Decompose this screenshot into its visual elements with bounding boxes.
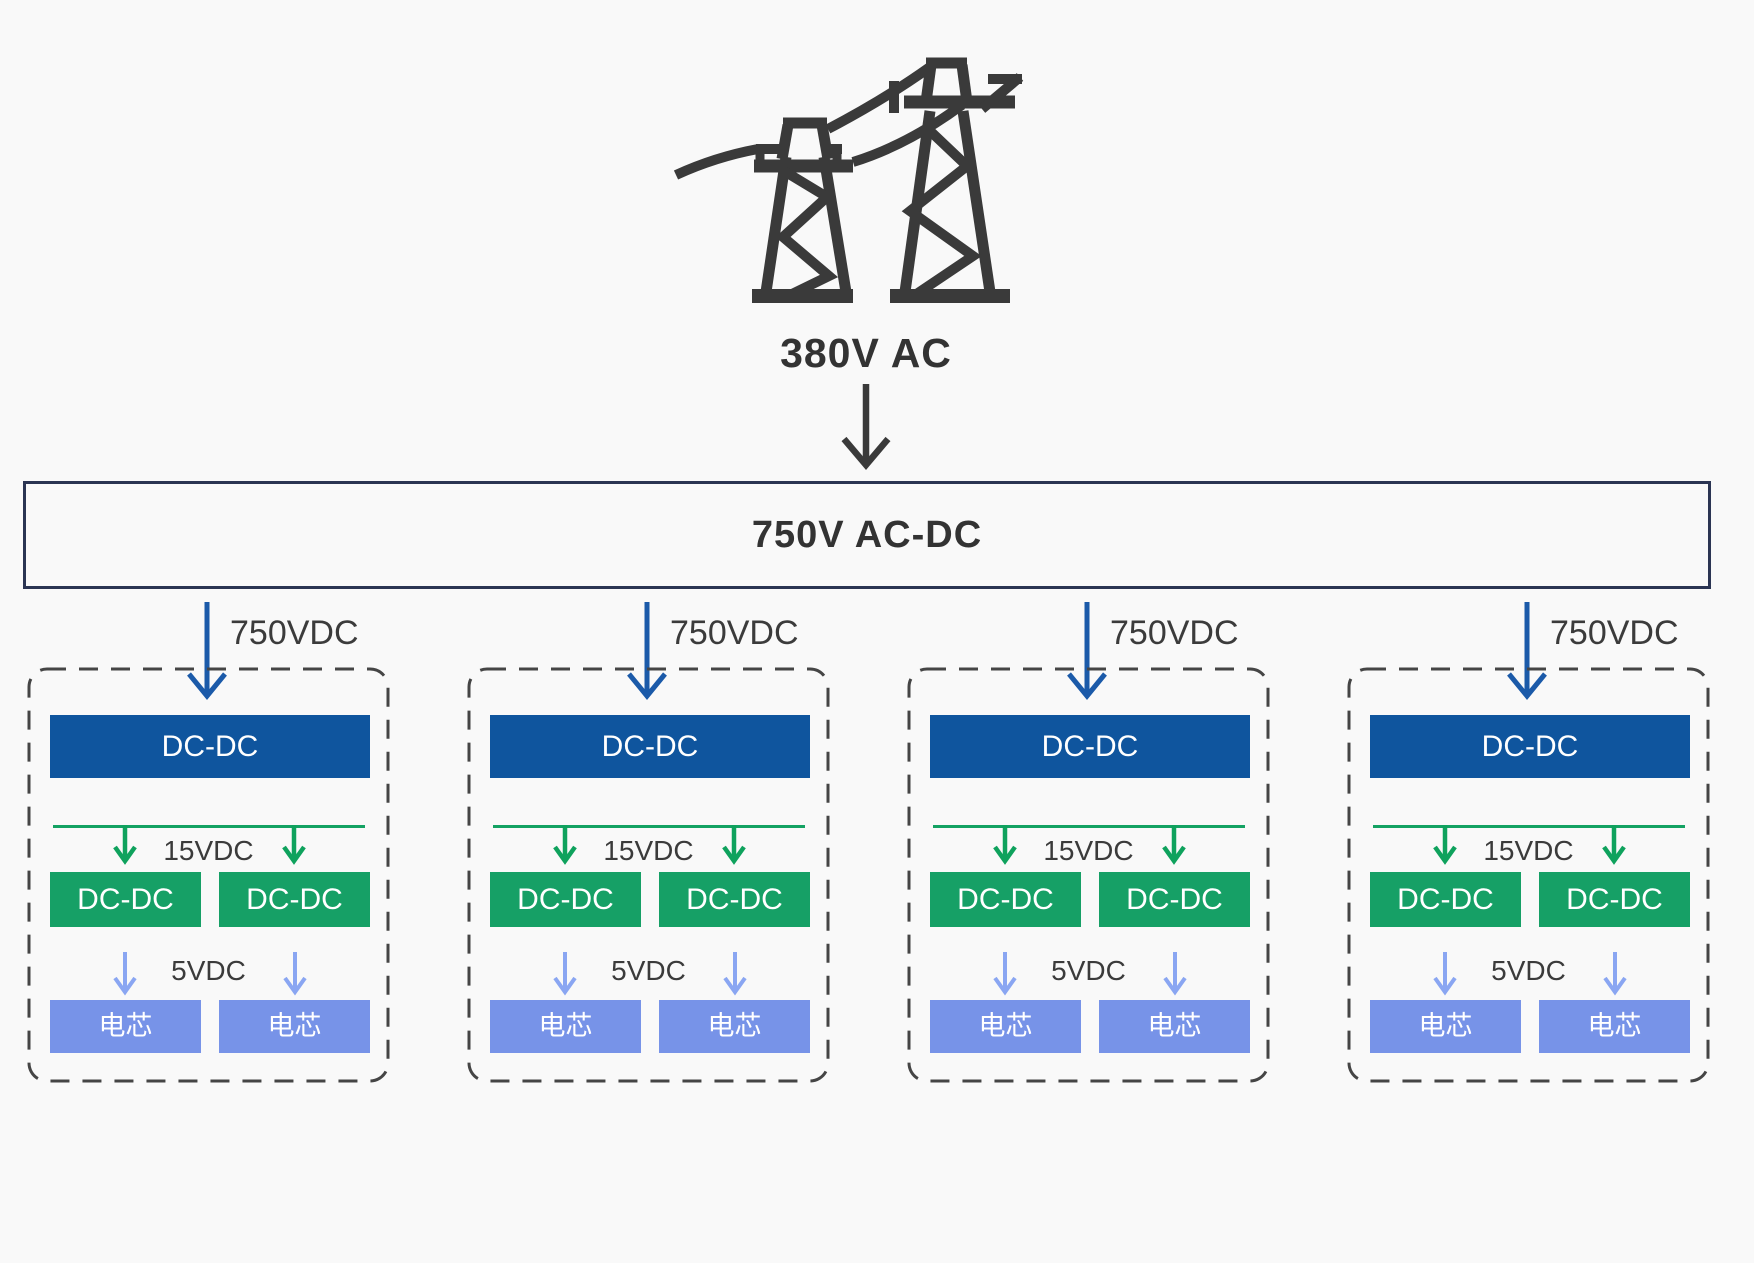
output-voltage-label: 5VDC [171,955,246,986]
bus-voltage-label: 15VDC [1483,835,1574,866]
primary-dcdc-box: DC-DC [930,715,1250,778]
battery-branch-2: 750VDC DC-DC 15VDC DC-DC DC-DC 5VDC 电芯 电… [467,540,830,1100]
bus-arrow-icon [993,825,1017,865]
secondary-dcdc-box: DC-DC [659,872,810,927]
bus-arrow-icon [1602,825,1626,865]
bus-voltage-label: 15VDC [603,835,694,866]
secondary-dcdc-box: DC-DC [50,872,201,927]
battery-cell-box: 电芯 [219,1000,370,1053]
output-arrow-icon [993,952,1017,996]
branch-unit: DC-DC 15VDC DC-DC DC-DC 5VDC 电芯 电芯 [907,667,1270,1083]
output-arrow-icon [1163,952,1187,996]
input-arrow-icon [1067,602,1107,700]
rectifier-box: 750V AC-DC [23,481,1711,589]
bus-arrow-icon [553,825,577,865]
output-arrow-icon [113,952,137,996]
down-arrow-icon [841,384,891,471]
bus-line [1373,825,1685,828]
primary-dcdc-box: DC-DC [1370,715,1690,778]
secondary-dcdc-box: DC-DC [1539,872,1690,927]
output-arrow-icon [553,952,577,996]
branch-unit: DC-DC 15VDC DC-DC DC-DC 5VDC 电芯 电芯 [27,667,390,1083]
input-voltage-label: 750VDC [230,614,359,652]
input-arrow-icon [1507,602,1547,700]
bus-line [933,825,1245,828]
battery-branch-3: 750VDC DC-DC 15VDC DC-DC DC-DC 5VDC 电芯 电… [907,540,1270,1100]
dashed-border [27,667,390,1083]
transmission-tower-icon [673,57,1024,303]
input-arrow-icon [187,602,227,700]
battery-cell-box: 电芯 [50,1000,201,1053]
dashed-border [907,667,1270,1083]
output-arrow-icon [723,952,747,996]
output-arrow-icon [1433,952,1457,996]
dashed-border [467,667,830,1083]
bus-arrow-icon [722,825,746,865]
secondary-dcdc-box: DC-DC [1370,872,1521,927]
secondary-dcdc-box: DC-DC [219,872,370,927]
bus-arrow-icon [1162,825,1186,865]
battery-cell-box: 电芯 [659,1000,810,1053]
bus-line [493,825,805,828]
output-voltage-label: 5VDC [1051,955,1126,986]
input-voltage-label: 750VDC [1110,614,1239,652]
bus-line [53,825,365,828]
branch-unit: DC-DC 15VDC DC-DC DC-DC 5VDC 电芯 电芯 [1347,667,1710,1083]
output-arrow-icon [283,952,307,996]
secondary-dcdc-box: DC-DC [930,872,1081,927]
secondary-dcdc-box: DC-DC [490,872,641,927]
primary-dcdc-box: DC-DC [490,715,810,778]
output-voltage-label: 5VDC [611,955,686,986]
output-arrow-icon [1603,952,1627,996]
battery-branch-4: 750VDC DC-DC 15VDC DC-DC DC-DC 5VDC 电芯 电… [1347,540,1710,1100]
input-arrow-icon [627,602,667,700]
primary-dcdc-box: DC-DC [50,715,370,778]
battery-cell-box: 电芯 [1370,1000,1521,1053]
battery-cell-box: 电芯 [1539,1000,1690,1053]
input-voltage-label: 750VDC [670,614,799,652]
grid-voltage-label: 380V AC [780,330,952,376]
bus-arrow-icon [282,825,306,865]
battery-cell-box: 电芯 [930,1000,1081,1053]
battery-branch-1: 750VDC DC-DC 15VDC DC-DC DC-DC 5VDC 电芯 电… [27,540,390,1100]
battery-cell-box: 电芯 [490,1000,641,1053]
branch-unit: DC-DC 15VDC DC-DC DC-DC 5VDC 电芯 电芯 [467,667,830,1083]
bus-voltage-label: 15VDC [1043,835,1134,866]
battery-cell-box: 电芯 [1099,1000,1250,1053]
bus-arrow-icon [1433,825,1457,865]
dashed-border [1347,667,1710,1083]
bus-arrow-icon [113,825,137,865]
input-voltage-label: 750VDC [1550,614,1679,652]
bus-voltage-label: 15VDC [163,835,254,866]
output-voltage-label: 5VDC [1491,955,1566,986]
secondary-dcdc-box: DC-DC [1099,872,1250,927]
